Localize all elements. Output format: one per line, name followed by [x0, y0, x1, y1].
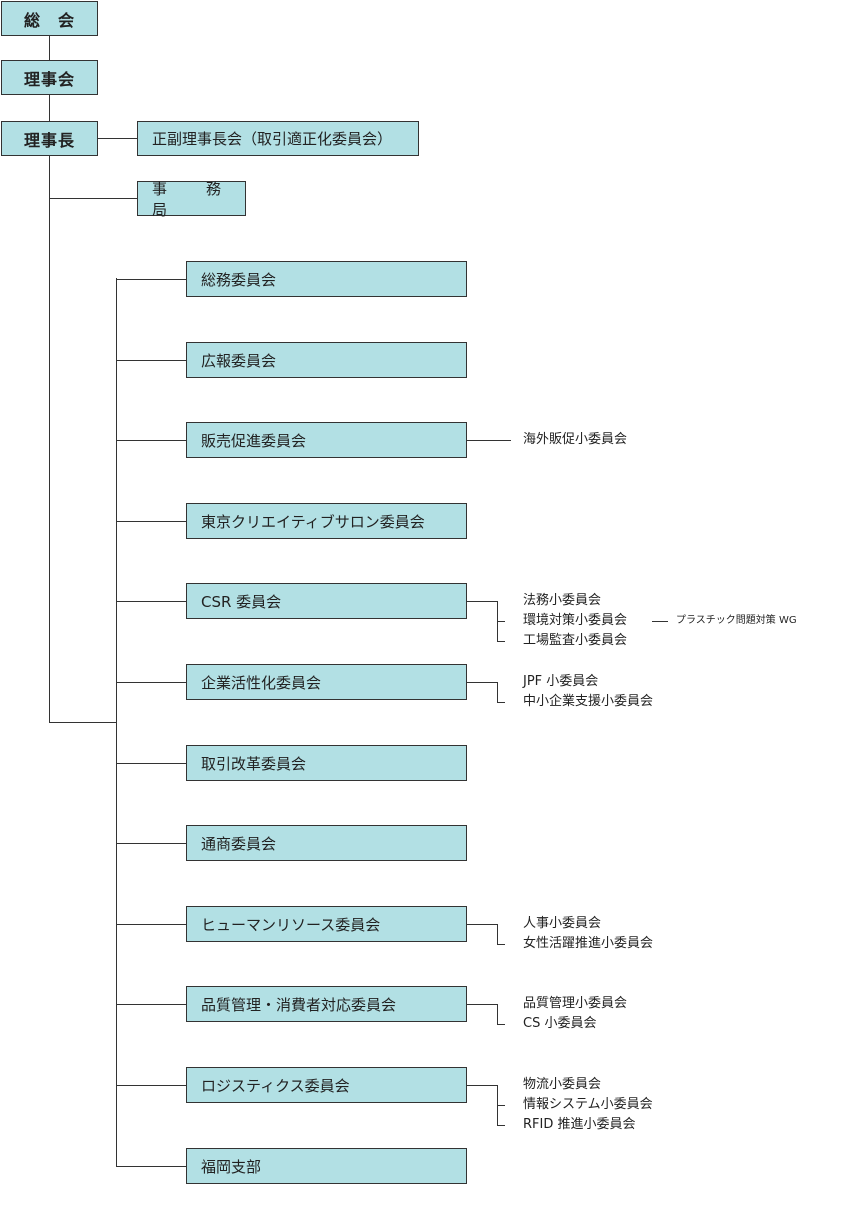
connector [497, 641, 505, 642]
committee-box: ヒューマンリソース委員会 [186, 906, 467, 942]
sub-committee-label: 中小企業支援小委員会 [523, 694, 654, 709]
vice-chair-meeting-box: 正副理事長会（取引適正化委員会） [137, 121, 419, 156]
connector [497, 1105, 505, 1106]
sub-committee-label: 品質管理小委員会 [523, 996, 628, 1011]
connector [497, 944, 505, 945]
connector [116, 521, 186, 522]
committee-box: CSR 委員会 [186, 583, 467, 619]
connector [467, 1004, 497, 1005]
sub-committee-label: 情報システム小委員会 [523, 1097, 653, 1112]
secretariat-box: 事 務 局 [137, 180, 248, 219]
connector [652, 621, 668, 622]
connector [467, 682, 497, 683]
connector [98, 138, 137, 139]
sub-bracket [497, 1004, 498, 1024]
sub-committee-label: JPF 小委員会 [523, 674, 599, 689]
committee-box: 広報委員会 [186, 342, 467, 378]
sub-committee-label: CS 小委員会 [523, 1016, 597, 1031]
committee-box: 企業活性化委員会 [186, 664, 467, 700]
committee-box: 通商委員会 [186, 825, 467, 861]
main-trunk [49, 156, 50, 723]
sub-bracket [497, 924, 498, 944]
sub-committee-label: 人事小委員会 [523, 916, 602, 931]
committee-box: 取引改革委員会 [186, 745, 467, 781]
board-box: 理事会 [1, 60, 98, 95]
connector [497, 702, 505, 703]
sub-committee-label: 法務小委員会 [523, 593, 602, 608]
connector [467, 924, 497, 925]
connector [497, 621, 505, 622]
chairman-box: 理事長 [1, 121, 98, 156]
sub-committee-label: RFID 推進小委員会 [523, 1117, 636, 1132]
connector [116, 843, 186, 844]
connector [116, 440, 186, 441]
connector [116, 763, 186, 764]
committee-box: 総務委員会 [186, 261, 467, 297]
sub-committee-label: 海外販促小委員会 [523, 432, 628, 447]
sub-committee-label: 環境対策小委員会 [523, 613, 628, 628]
connector [497, 1024, 505, 1025]
working-group-label: プラスチック問題対策 WG [676, 615, 797, 626]
sub-committee-label: 工場監査小委員会 [523, 633, 628, 648]
committee-box: 東京クリエイティブサロン委員会 [186, 503, 467, 539]
connector [116, 682, 186, 683]
committee-trunk [116, 278, 117, 1167]
committee-box: 品質管理・消費者対応委員会 [186, 986, 467, 1022]
connector [116, 1004, 186, 1005]
connector [116, 279, 186, 280]
connector [49, 198, 137, 199]
general-assembly-box: 総 会 [1, 1, 98, 36]
sub-committee-label: 物流小委員会 [523, 1077, 602, 1092]
connector [116, 1166, 186, 1167]
sub-committee-label: 女性活躍推進小委員会 [523, 936, 654, 951]
connector [116, 1085, 186, 1086]
connector [467, 1085, 497, 1086]
committee-box: 福岡支部 [186, 1148, 467, 1184]
connector [116, 924, 186, 925]
connector [467, 440, 511, 441]
connector [49, 722, 116, 723]
connector [467, 601, 497, 602]
connector [116, 601, 186, 602]
committee-box: 販売促進委員会 [186, 422, 467, 458]
connector [497, 1125, 505, 1126]
committee-box: ロジスティクス委員会 [186, 1067, 467, 1103]
sub-bracket [497, 682, 498, 702]
connector [49, 95, 50, 121]
connector [116, 360, 186, 361]
connector [49, 36, 50, 60]
